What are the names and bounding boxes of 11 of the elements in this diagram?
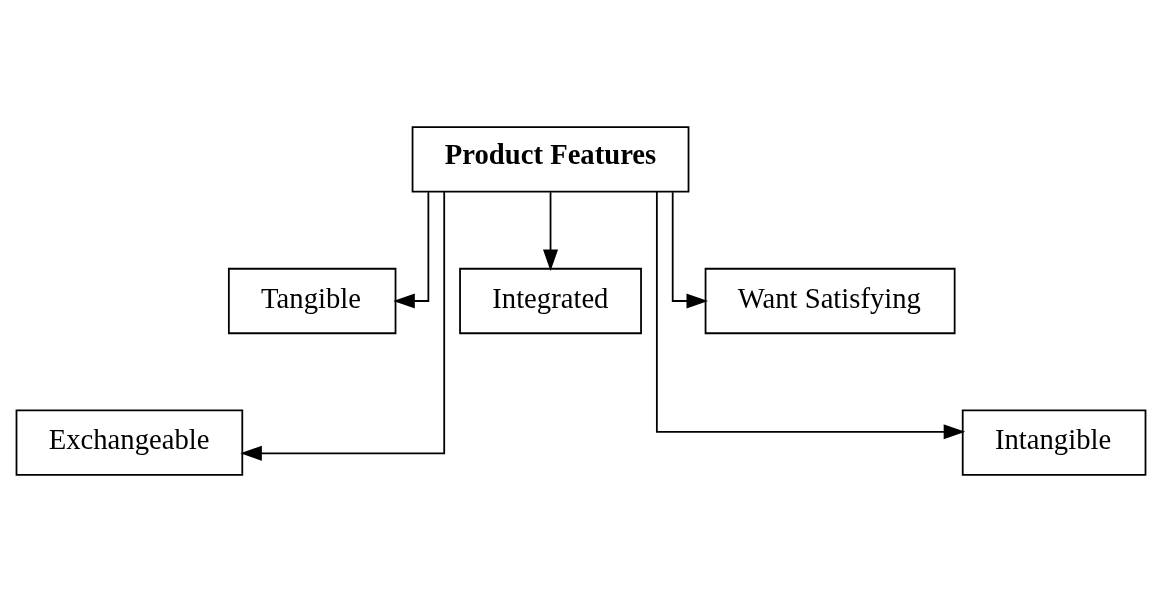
node-box: Product Features (411, 125, 690, 193)
node-box: Exchangeable (15, 408, 244, 476)
arrow (671, 190, 709, 309)
node-box: Intangible (961, 408, 1147, 476)
arrow (393, 190, 430, 309)
node-box: Tangible (227, 267, 397, 334)
arrow (240, 190, 446, 461)
arrow (543, 190, 559, 271)
node-box: Integrated (459, 267, 642, 334)
arrow (655, 190, 966, 439)
node-box: Want Satisfying (704, 267, 956, 334)
